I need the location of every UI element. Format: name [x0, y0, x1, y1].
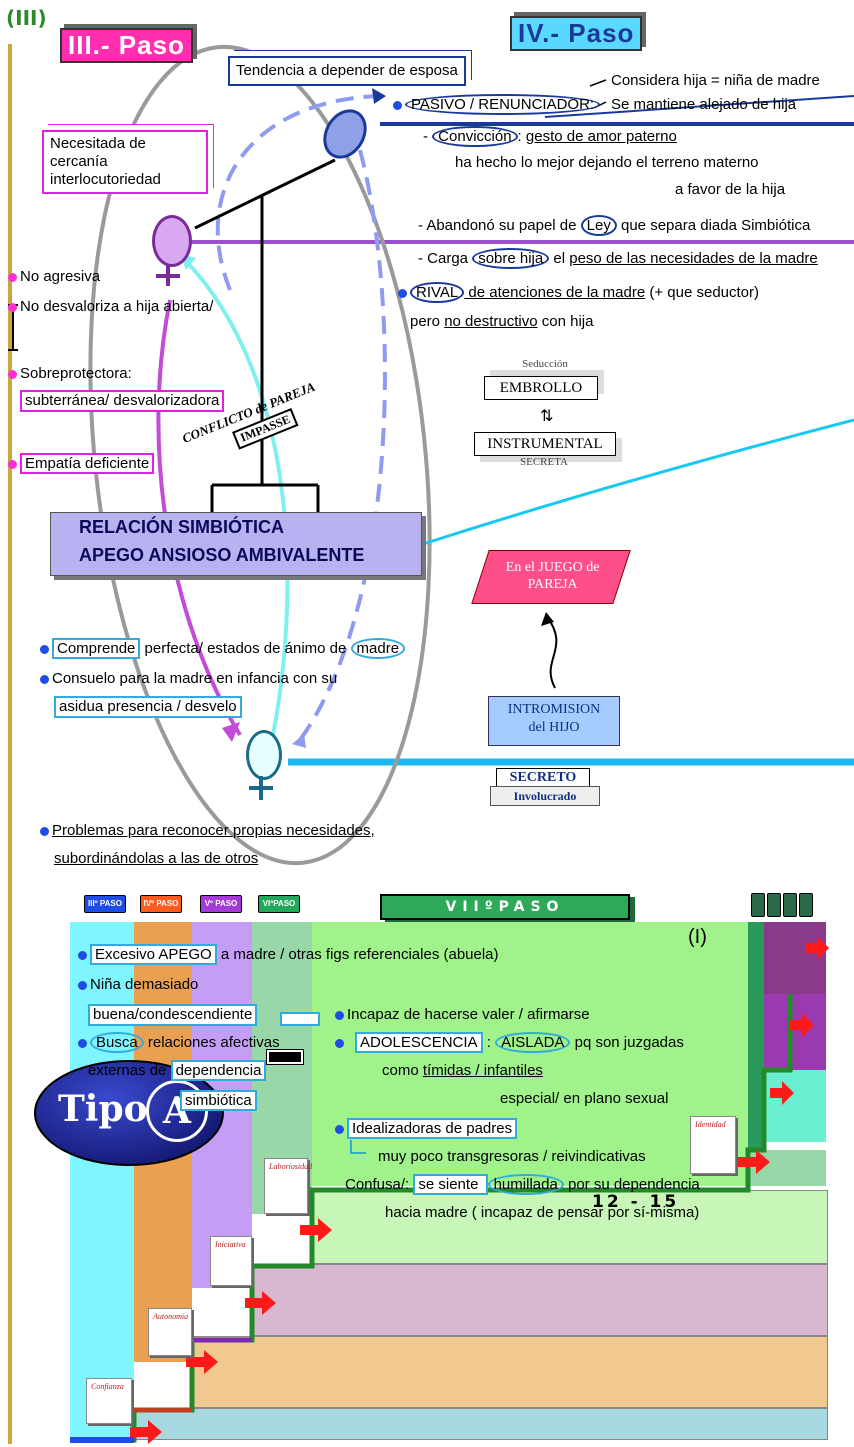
relacion-line1: RELACIÓN SIMBIÓTICA [79, 517, 284, 537]
sb-confusa: Confusa/: se siente humillada por su dep… [345, 1174, 700, 1195]
relacion-simbiotica-box: RELACIÓN SIMBIÓTICA APEGO ANSIOSO AMBIVA… [50, 512, 422, 576]
tipo-label: Tipo [58, 1088, 148, 1130]
father-alejado: Se mantiene alejado de hija [611, 96, 797, 113]
sb-externas: externas de dependencia [88, 1060, 267, 1081]
relacion-line2: APEGO ANSIOSO AMBIVALENTE [79, 545, 365, 565]
father-pero: pero no destructivo con hija [410, 313, 594, 330]
secreto-box: SECRETO [496, 768, 590, 788]
tab-paso-5: Vº PASO [200, 895, 242, 913]
band-paso-3 [134, 1408, 828, 1440]
dashed-arc-right [298, 149, 387, 742]
tipo-letter: A [146, 1080, 208, 1142]
father-considera: Considera hija = niña de madre [611, 72, 820, 89]
sb-hacia: hacia madre ( incapaz de pensar por sí-m… [385, 1204, 700, 1221]
tab-paso-4: IVº PASO [140, 895, 182, 913]
tab-paso-7: VIIºPASO [380, 894, 630, 920]
mother-no-agresiva: No agresiva [8, 268, 100, 286]
tipo-badge: Tipo A [34, 1060, 224, 1166]
paso-3-title: III.- Paso [60, 28, 193, 63]
steps-index: (I) [688, 926, 707, 948]
child-consuelo: Consuelo para la madre en infancia con s… [40, 670, 337, 688]
card-autonomia: Autonomía [148, 1308, 192, 1356]
father-abandono: - Abandonó su papel de Ley que separa di… [418, 215, 811, 236]
band-paso-5 [252, 1264, 828, 1336]
child-to-mother-arrow [183, 258, 290, 741]
card-identidad: Identidad [690, 1116, 736, 1174]
sb-excesivo: Excesivo APEGO a madre / otras figs refe… [78, 944, 499, 965]
embrollo-box: EMBROLLO [484, 376, 598, 400]
small-arrow-marker-icon [266, 1049, 304, 1065]
arrow-right-icon [280, 1012, 320, 1026]
child-asidua: asidua presencia / desvelo [54, 696, 242, 718]
tab-paso-3: IIIº PASO [84, 895, 126, 913]
card-confianza: Confianza [86, 1378, 132, 1424]
child-problemas: Problemas para reconocer propias necesid… [40, 822, 375, 840]
father-line2: ha hecho lo mejor dejando el terreno mat… [455, 154, 759, 171]
paso-4-title: IV.- Paso [510, 16, 643, 51]
tab-paso-6: VIºPASO [258, 895, 300, 913]
mother-sobreprotectora: Sobreprotectora: [8, 365, 132, 383]
sb-como: como tímidas / infantiles [382, 1062, 543, 1079]
sb-muy-poco: muy poco transgresoras / reivindicativas [378, 1148, 646, 1165]
father-pasivo: PASIVO / RENUNCIADOR: [393, 94, 601, 115]
mother-no-desvaloriza: No desvaloriza a hija abierta/ [8, 298, 213, 316]
roman-index: (III) [6, 6, 47, 30]
father-carga: - Carga sobre hija el peso de las necesi… [418, 248, 818, 269]
band-paso-4 [192, 1336, 828, 1408]
instrumental-box: INSTRUMENTAL [474, 432, 616, 456]
sb-especial: especial/ en plano sexual [500, 1090, 669, 1107]
sb-idealizadoras: Idealizadoras de padres [335, 1118, 518, 1139]
mother-subterranea: subterránea/ desvalorizadora [20, 390, 225, 412]
child-comprende: Comprende perfecta/ estados de ánimo de … [40, 638, 406, 659]
card-laboriosidad: Laboriosidad [264, 1158, 312, 1214]
sb-nina: Niña demasiado [78, 976, 198, 994]
female-symbol-icon [152, 215, 192, 267]
left-margin-bar [8, 44, 12, 1444]
child-subordinandolas: subordinándolas a las de otros [54, 850, 259, 867]
corner-arrow-icon [350, 1140, 366, 1154]
band-paso-6 [312, 1190, 828, 1264]
sb-incapaz: Incapaz de hacerse valer / afirmarse [335, 1006, 590, 1024]
child-symbol-icon [246, 730, 282, 780]
tendencia-box: Tendencia a depender de esposa [228, 56, 466, 86]
involucrado-box: Involucrado [490, 786, 600, 806]
mother-empatia: Empatía deficiente [8, 453, 155, 474]
sb-adolescencia: ADOLESCENCIA : AISLADA pq son juzgadas [335, 1032, 684, 1053]
father-conviccion: - Convicción: gesto de amor paterno [423, 126, 677, 147]
father-rival: RIVAL de atenciones de la madre (+ que s… [398, 282, 759, 303]
secreta-label: SECRETA [519, 456, 568, 468]
column-paso-7 [312, 922, 748, 1186]
father-line3: a favor de la hija [675, 181, 786, 198]
necesitada-box: Necesitada de cercanía interlocutoriedad [42, 130, 208, 194]
sb-buena: buena/condescendiente [88, 1004, 258, 1026]
sb-busca: Busca relaciones afectivas [78, 1032, 280, 1053]
svg-text:⇅: ⇅ [540, 406, 553, 425]
dashed-arc-top [215, 94, 381, 291]
sb-simbiotica: simbiótica [180, 1090, 257, 1111]
seduccion-label: Seducción [522, 358, 568, 370]
card-iniciativa: Iniciativa [210, 1236, 252, 1286]
age-range: 12 - 15 [592, 1192, 680, 1212]
